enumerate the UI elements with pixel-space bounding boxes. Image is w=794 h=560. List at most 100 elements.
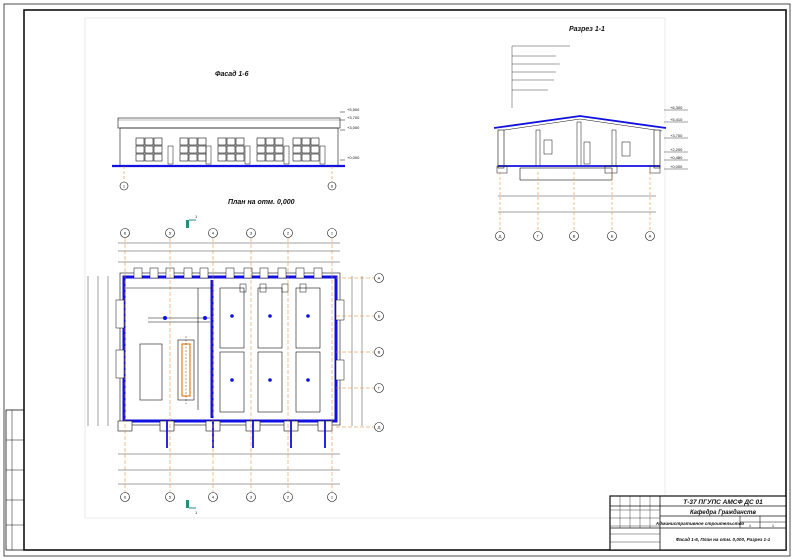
plan-bays [219, 287, 321, 413]
plan-columns [133, 267, 323, 293]
section-leaders [511, 45, 570, 108]
plan-axis-label-bottom: 1 [331, 495, 334, 500]
plan-column [277, 267, 287, 279]
plan-axis-bubble-right [374, 311, 384, 321]
facade-title: Фасад 1-6 [215, 70, 249, 78]
section-wall-left [497, 129, 505, 169]
left-stamp [5, 409, 25, 551]
plan-column [259, 267, 269, 279]
section-axis-label: Г [537, 234, 540, 239]
section-level: +5,410 [670, 117, 683, 122]
title-block: Т-37 ПГУПС АМСФ ДС 01 Кафедра Гражданств… [609, 495, 787, 551]
plan-column [243, 267, 253, 279]
organization: Кафедра Гражданств [690, 509, 756, 516]
section-cut-label: 1 [195, 214, 198, 219]
plan-title: План на отм. 0,000 [228, 199, 295, 206]
plan-left-windows [115, 299, 345, 381]
plan-axis-label-bottom: 4 [212, 495, 215, 500]
plan-axis-bubble-right [374, 422, 384, 432]
plan-axis-bubble-top [283, 228, 293, 238]
fixture-icon [230, 378, 234, 382]
service-pit-left [139, 343, 163, 401]
plan-axis-label-right: А [378, 276, 381, 281]
plan-column [149, 267, 159, 279]
section-level: +0,000 [670, 164, 683, 169]
plan-axis-bubble-top [208, 228, 218, 238]
plan-axis-label-top: 2 [287, 231, 290, 236]
fixture-icon [268, 314, 272, 318]
plan-column [183, 267, 193, 279]
facade-window [135, 137, 163, 162]
plan-column [313, 267, 323, 279]
facade-view: Фасад 1-6 +5,500 +3,700 +3,000 +0,000 1 … [112, 70, 360, 191]
fixture-icon [306, 314, 310, 318]
plan-axis-bubble-bottom [165, 492, 175, 502]
fixture-icon [306, 378, 310, 382]
section-pit [519, 167, 613, 181]
parking-bay [257, 287, 283, 349]
facade-door [205, 145, 212, 165]
section-roof [493, 115, 667, 129]
section-axis-label: В [573, 234, 576, 239]
parking-bay [257, 351, 283, 413]
plan-axis-bubble-bottom [327, 492, 337, 502]
plan-column [225, 267, 235, 279]
plan-axis-label-right: Б [378, 314, 381, 319]
drawing-code: Т-37 ПГУПС АМСФ ДС 01 [683, 499, 763, 506]
plan-column [295, 267, 305, 279]
facade-axis-bubble [119, 181, 129, 191]
section-level: +0,480 [670, 155, 683, 160]
section-axis-label: Б [611, 234, 614, 239]
drawing-frame [23, 9, 787, 551]
facade-door [319, 145, 326, 165]
project-name: Административное строительство [655, 521, 745, 526]
section-level: +6,300 [670, 105, 683, 110]
plan-axis-label-top: 6 [124, 231, 127, 236]
section-cut-mark-bottom: 1 [186, 500, 198, 515]
facade-door [167, 145, 174, 165]
plan-axis-label-right: Г [378, 386, 381, 391]
plan-axis-bubble-top [120, 228, 130, 238]
plan-axis-bubble-bottom [246, 492, 256, 502]
section-axis-bubble [569, 231, 579, 241]
facade-roof [117, 117, 341, 129]
facade-level: +3,000 [347, 125, 360, 130]
facade-window [217, 137, 245, 162]
plan-axis-label-right: В [378, 350, 381, 355]
plan-outer-walls [122, 275, 338, 423]
facade-level: +0,000 [347, 155, 360, 160]
facade-level-marks: +5,500 +3,700 +3,000 +0,000 [340, 107, 360, 161]
sheet-number: 1 [749, 523, 752, 528]
plan-axis-label-bottom: 3 [250, 495, 253, 500]
title-block-grid [610, 496, 660, 543]
plan-axis-bubble-bottom [208, 492, 218, 502]
plan-axis-bubble-top [327, 228, 337, 238]
service-pit-right [177, 339, 195, 401]
plan-axis-bubble-right [374, 383, 384, 393]
plan-column [199, 267, 209, 279]
parking-bay [219, 351, 245, 413]
section-axis-bubble [645, 231, 655, 241]
section-title: Разрез 1-1 [569, 26, 605, 33]
facade-window [179, 137, 207, 162]
parking-bay [295, 287, 321, 349]
section-level: +3,700 [670, 133, 683, 138]
plan-axis-label-top: 1 [331, 231, 334, 236]
fixture-icon [268, 378, 272, 382]
facade-axis-label: 6 [331, 184, 334, 189]
section-level: +2,200 [670, 147, 683, 152]
plan-axis-bubble-top [246, 228, 256, 238]
plan-axis-bubble-top [165, 228, 175, 238]
sheet-count: 1 [772, 523, 775, 528]
plan-axis-bubble-bottom [120, 492, 130, 502]
plan-axis-label-top: 5 [169, 231, 172, 236]
parking-bay [219, 287, 245, 349]
facade-level: +5,500 [347, 107, 360, 112]
facade-level: +3,700 [347, 115, 360, 120]
plan-axis-bubble-right [374, 273, 384, 283]
fixture-icon [163, 316, 167, 320]
fixture-icon [203, 316, 207, 320]
section-axis-bubble [607, 231, 617, 241]
plan-axis-bubble-right [374, 347, 384, 357]
